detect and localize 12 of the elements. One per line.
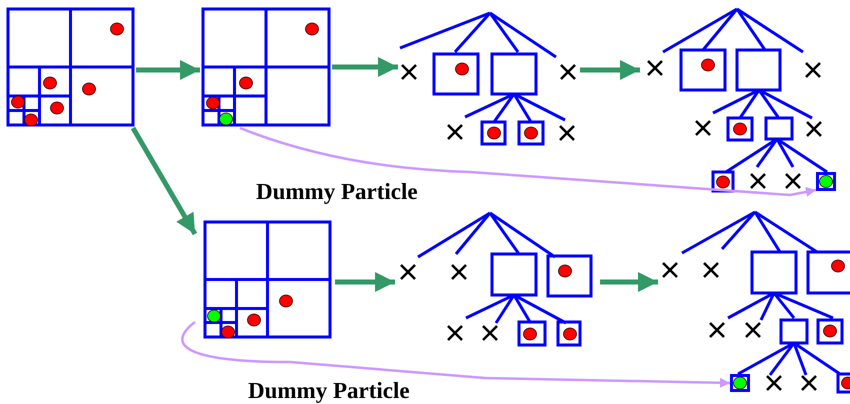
arrow [332,57,398,77]
arrow [136,60,200,80]
arrow [600,272,658,292]
quadtree-drawing [5,6,136,128]
arrow [182,321,730,388]
arrow [335,272,395,292]
particle-box [816,172,836,191]
quadtree-drawing [200,6,332,128]
arrow [130,126,198,236]
particle-box [730,374,750,392]
arrow [240,126,816,197]
arrow [580,60,640,80]
